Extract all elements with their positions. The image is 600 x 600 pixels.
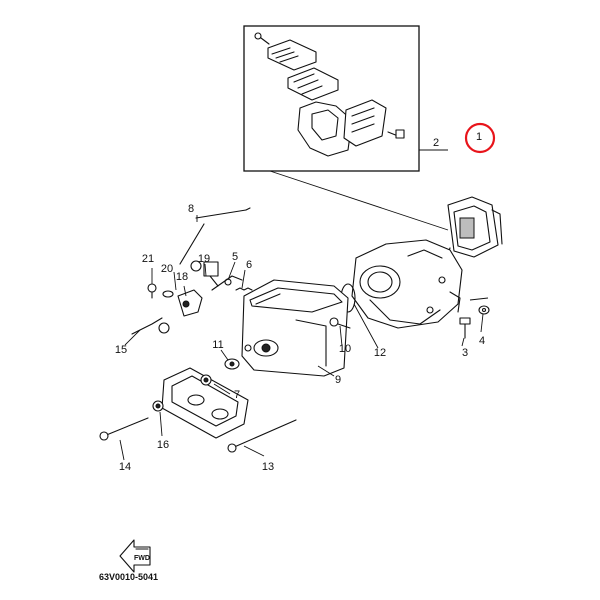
nut-17 [200,374,212,386]
reed-valve-assembly [445,196,503,265]
callout-12: 12 [374,347,386,359]
callout-21: 21 [142,253,154,265]
callout-10: 10 [339,343,351,355]
callout-20: 20 [161,263,173,275]
bolt-10 [329,317,351,329]
callout-11: 11 [212,339,223,351]
callout-14: 14 [119,461,131,473]
inset-reed-plate [267,39,317,71]
silencer-box [241,279,349,377]
grommet-11 [224,358,240,370]
inset-reed-block [343,99,387,147]
drawing-code: 63V0010-5041 [99,572,158,582]
inset-reed-valve [287,67,339,101]
callout-1: 1 [476,131,482,143]
link-joint-19 [190,260,219,287]
lever-18 [177,289,203,317]
callout-13: 13 [262,461,274,473]
washer-4 [478,305,490,315]
nut-16 [152,400,164,412]
callout-labels: 1 2 3 4 5 6 7 8 9 10 11 12 13 14 15 16 1… [115,131,485,473]
callout-4: 4 [479,335,485,347]
bolt-21 [147,283,157,299]
fwd-arrow: FWD [119,539,151,573]
callout-leaders [119,215,484,461]
collar-20 [162,290,174,298]
bolt-3 [459,317,471,339]
fwd-label: FWD [134,555,150,562]
callout-8: 8 [188,203,194,215]
inset-screw [387,129,405,139]
long-bolt-14 [99,417,149,441]
detail-inset [243,25,420,172]
callout-6: 6 [246,259,252,271]
callout-15: 15 [115,344,127,356]
callout-9: 9 [335,374,341,386]
highlight-circle [464,122,496,154]
link-lever-5 [211,275,243,291]
callout-19: 19 [198,253,210,265]
intake-manifold [351,239,463,329]
callout-3: 3 [462,347,468,359]
rod-15 [131,317,170,335]
callout-2: 2 [433,137,439,149]
inset-gasket [297,101,353,157]
inset-bolt-top [254,32,270,45]
callout-18: 18 [176,271,188,283]
callout-16: 16 [157,439,169,451]
linkage-rod [179,207,251,265]
long-bolt-13 [227,419,297,453]
spring-6 [235,287,253,291]
callout-7: 7 [234,389,240,401]
callout-5: 5 [232,251,238,263]
